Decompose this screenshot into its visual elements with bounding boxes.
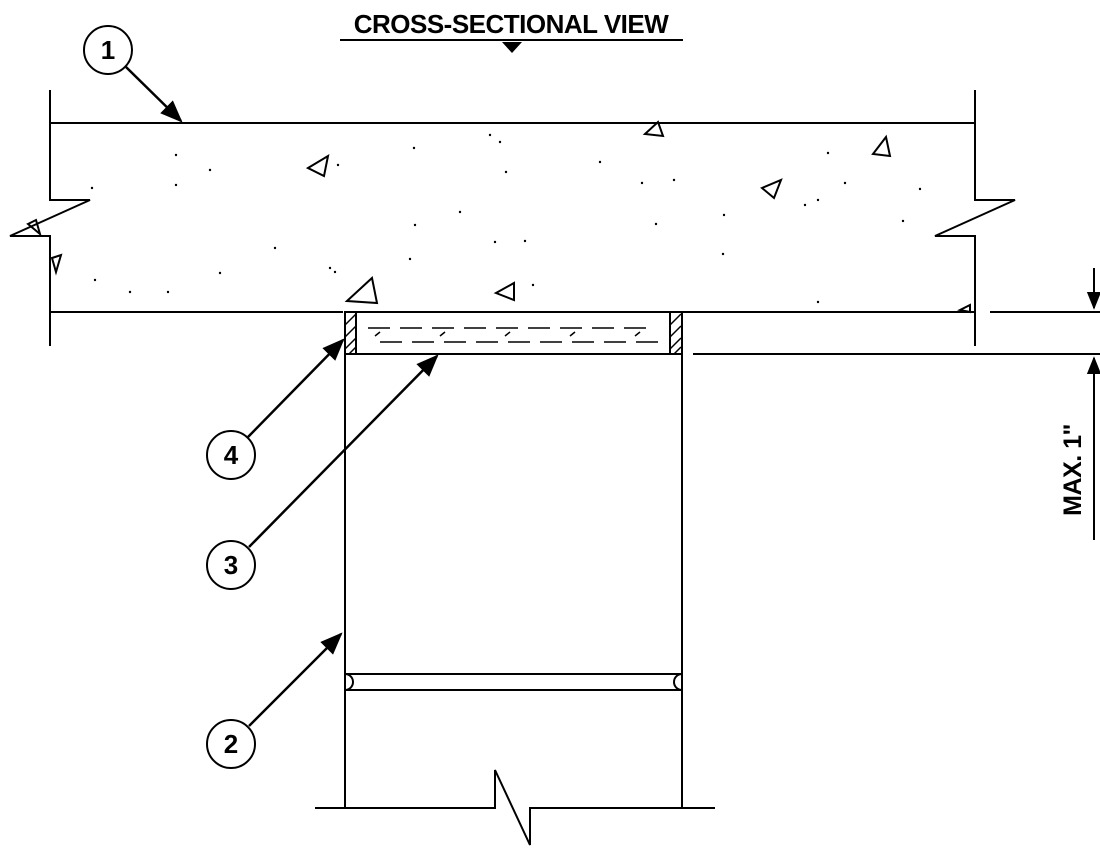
- svg-text:3: 3: [224, 550, 238, 580]
- sealant-hatching: [344, 313, 682, 355]
- callout-2: 2: [206, 632, 343, 769]
- svg-text:1: 1: [101, 35, 115, 65]
- callout-1: 1: [83, 25, 183, 123]
- aggregate-dots: [90, 133, 922, 304]
- backer-rod-pattern: [368, 327, 658, 343]
- svg-text:2: 2: [224, 729, 238, 759]
- dimension-max-gap: [693, 268, 1100, 540]
- view-title: CROSS-SECTIONAL VIEW: [354, 9, 670, 39]
- callout-4: 4: [206, 338, 345, 480]
- concrete-slab: [9, 90, 1016, 346]
- aggregate-symbols: [26, 120, 971, 314]
- svg-text:4: 4: [224, 440, 239, 470]
- title-pointer: [502, 42, 522, 53]
- dimension-label: MAX. 1": [1059, 424, 1087, 516]
- joint-seal: [344, 311, 683, 355]
- callout-3: 3: [206, 354, 439, 590]
- wall-assembly: [315, 354, 715, 846]
